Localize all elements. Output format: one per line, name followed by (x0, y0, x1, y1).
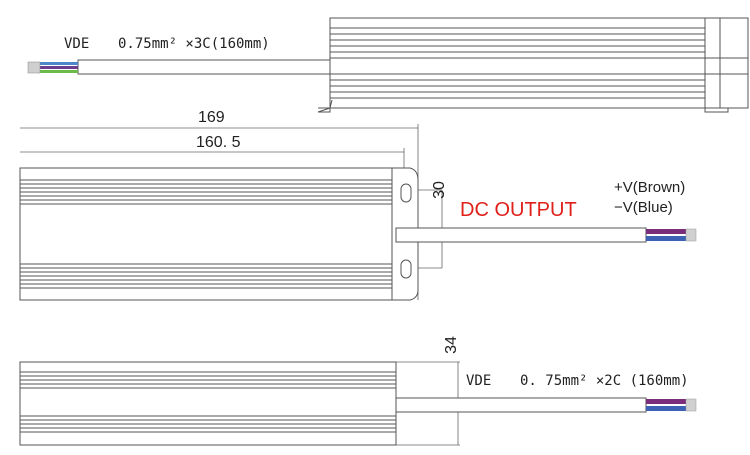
top-cable-spec: 0.75mm² ×3C(160mm) (118, 36, 270, 52)
middle-housing (19, 167, 419, 301)
top-cable (27, 59, 331, 75)
dim-overall-length: 169 (198, 109, 225, 126)
bottom-cable (395, 397, 697, 413)
negative-wire-label: −V(Blue) (614, 199, 673, 216)
bottom-housing (19, 361, 397, 446)
top-cable-standard: VDE (64, 36, 89, 52)
top-housing (317, 17, 749, 113)
bottom-cable-standard: VDE (466, 373, 491, 389)
dim-mounting-length: 160. 5 (196, 134, 241, 151)
bottom-cable-spec: 0. 75mm² ×2C (160mm) (520, 373, 689, 389)
bottom-view: 34 VDE 0. 75mm² ×2C (160mm) (19, 336, 697, 446)
dim-mount-spacing: 30 (431, 181, 448, 199)
middle-view: 169 160. 5 30 (19, 109, 697, 301)
middle-cable (395, 227, 697, 243)
dc-output-title: DC OUTPUT (460, 199, 577, 221)
positive-wire-label: +V(Brown) (614, 179, 685, 196)
dim-height: 34 (443, 336, 460, 354)
top-view: VDE 0.75mm² ×3C(160mm) (27, 17, 749, 113)
